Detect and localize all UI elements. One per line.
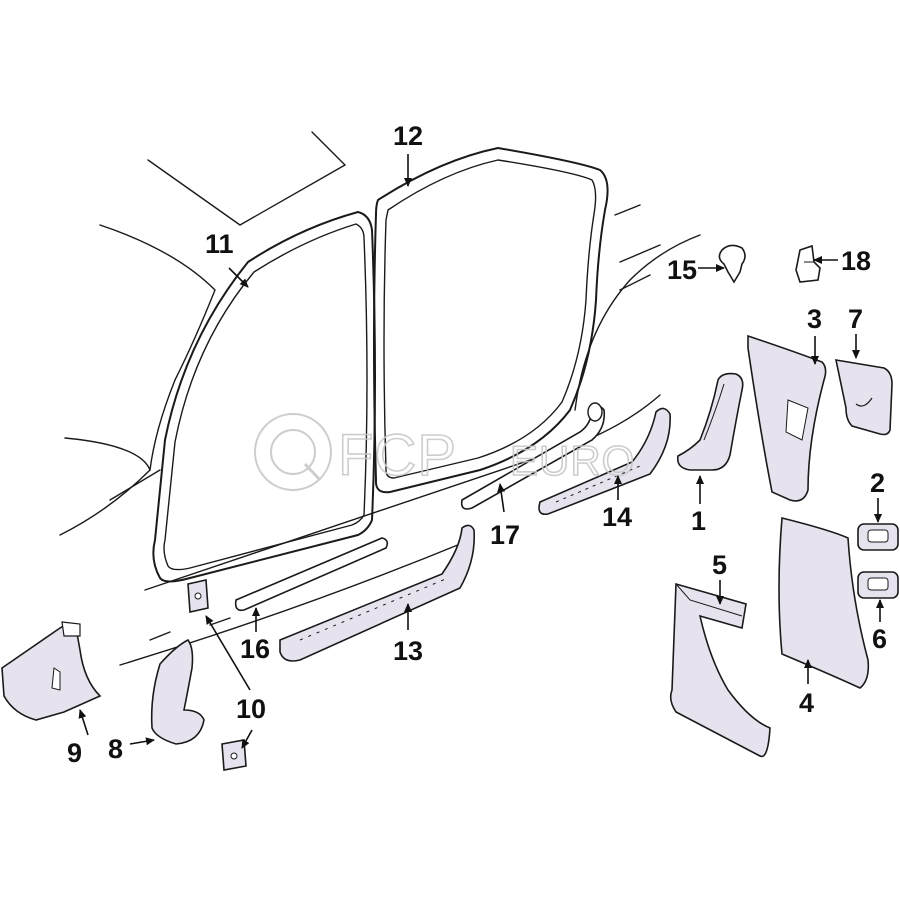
lower-rocker-line [119, 539, 471, 666]
sill-plate-14[interactable] [538, 407, 671, 516]
callout-15: 15 [667, 255, 697, 285]
cowl-line [109, 469, 161, 501]
callout-2: 2 [870, 468, 885, 498]
callout-9: 9 [67, 738, 82, 768]
callout-7: 7 [848, 304, 863, 334]
trim-panel-7[interactable] [834, 359, 893, 436]
rear-quarter-c [619, 274, 651, 291]
callout-1: 1 [691, 506, 706, 536]
callout-14: 14 [602, 502, 632, 532]
pillar-trim-8[interactable] [150, 638, 205, 745]
sill-tick-a [209, 617, 231, 626]
watermark-brand-sub: EURO [510, 437, 635, 484]
callout-13: 13 [393, 636, 423, 666]
pillar-trim-4[interactable] [778, 516, 870, 689]
callout-11: 11 [205, 229, 234, 259]
callout-12: 12 [393, 121, 423, 151]
hood-edge [59, 437, 151, 536]
bracket-10-upper[interactable] [187, 579, 209, 613]
bracket-10-lower[interactable] [221, 739, 247, 771]
sill-strip-16[interactable] [234, 537, 389, 612]
front-door-weatherstrip[interactable] [152, 211, 376, 583]
pillar-panel-3[interactable] [747, 334, 827, 502]
sill-plate-13[interactable] [279, 524, 476, 662]
callout-18: 18 [841, 246, 871, 276]
watermark-logo-icon [254, 413, 332, 491]
pillar-trim-5[interactable] [669, 582, 771, 758]
roof-edge [311, 131, 346, 166]
callout-10: 10 [236, 694, 266, 724]
push-clip-15[interactable] [718, 244, 746, 284]
roof-line [147, 159, 346, 226]
kick-panel-9[interactable] [1, 621, 102, 721]
clip-6[interactable] [857, 571, 899, 599]
rear-arch [574, 234, 701, 411]
clip-2[interactable] [857, 523, 899, 551]
callout-4: 4 [799, 688, 814, 718]
rear-quarter-b [619, 244, 661, 263]
leader-arrows [78, 154, 884, 749]
brand-watermark: FCP EURO [254, 413, 635, 491]
callout-5: 5 [712, 550, 727, 580]
rear-quarter-a [614, 204, 641, 216]
callout-16: 16 [240, 634, 270, 664]
rear-door-weatherstrip[interactable] [373, 147, 609, 494]
callout-17: 17 [490, 520, 520, 550]
windshield-edge [99, 224, 216, 471]
watermark-brand-main: FCP [338, 423, 457, 488]
pillar-trim-1[interactable] [676, 372, 744, 471]
callout-3: 3 [807, 304, 822, 334]
callout-8: 8 [108, 734, 123, 764]
rocker-line [144, 394, 661, 591]
clip-18[interactable] [795, 244, 821, 283]
sill-tick-b [149, 631, 171, 641]
callout-labels: 11 12 15 18 3 7 1 2 6 5 4 14 17 13 16 10… [67, 121, 887, 768]
callout-6: 6 [872, 624, 887, 654]
